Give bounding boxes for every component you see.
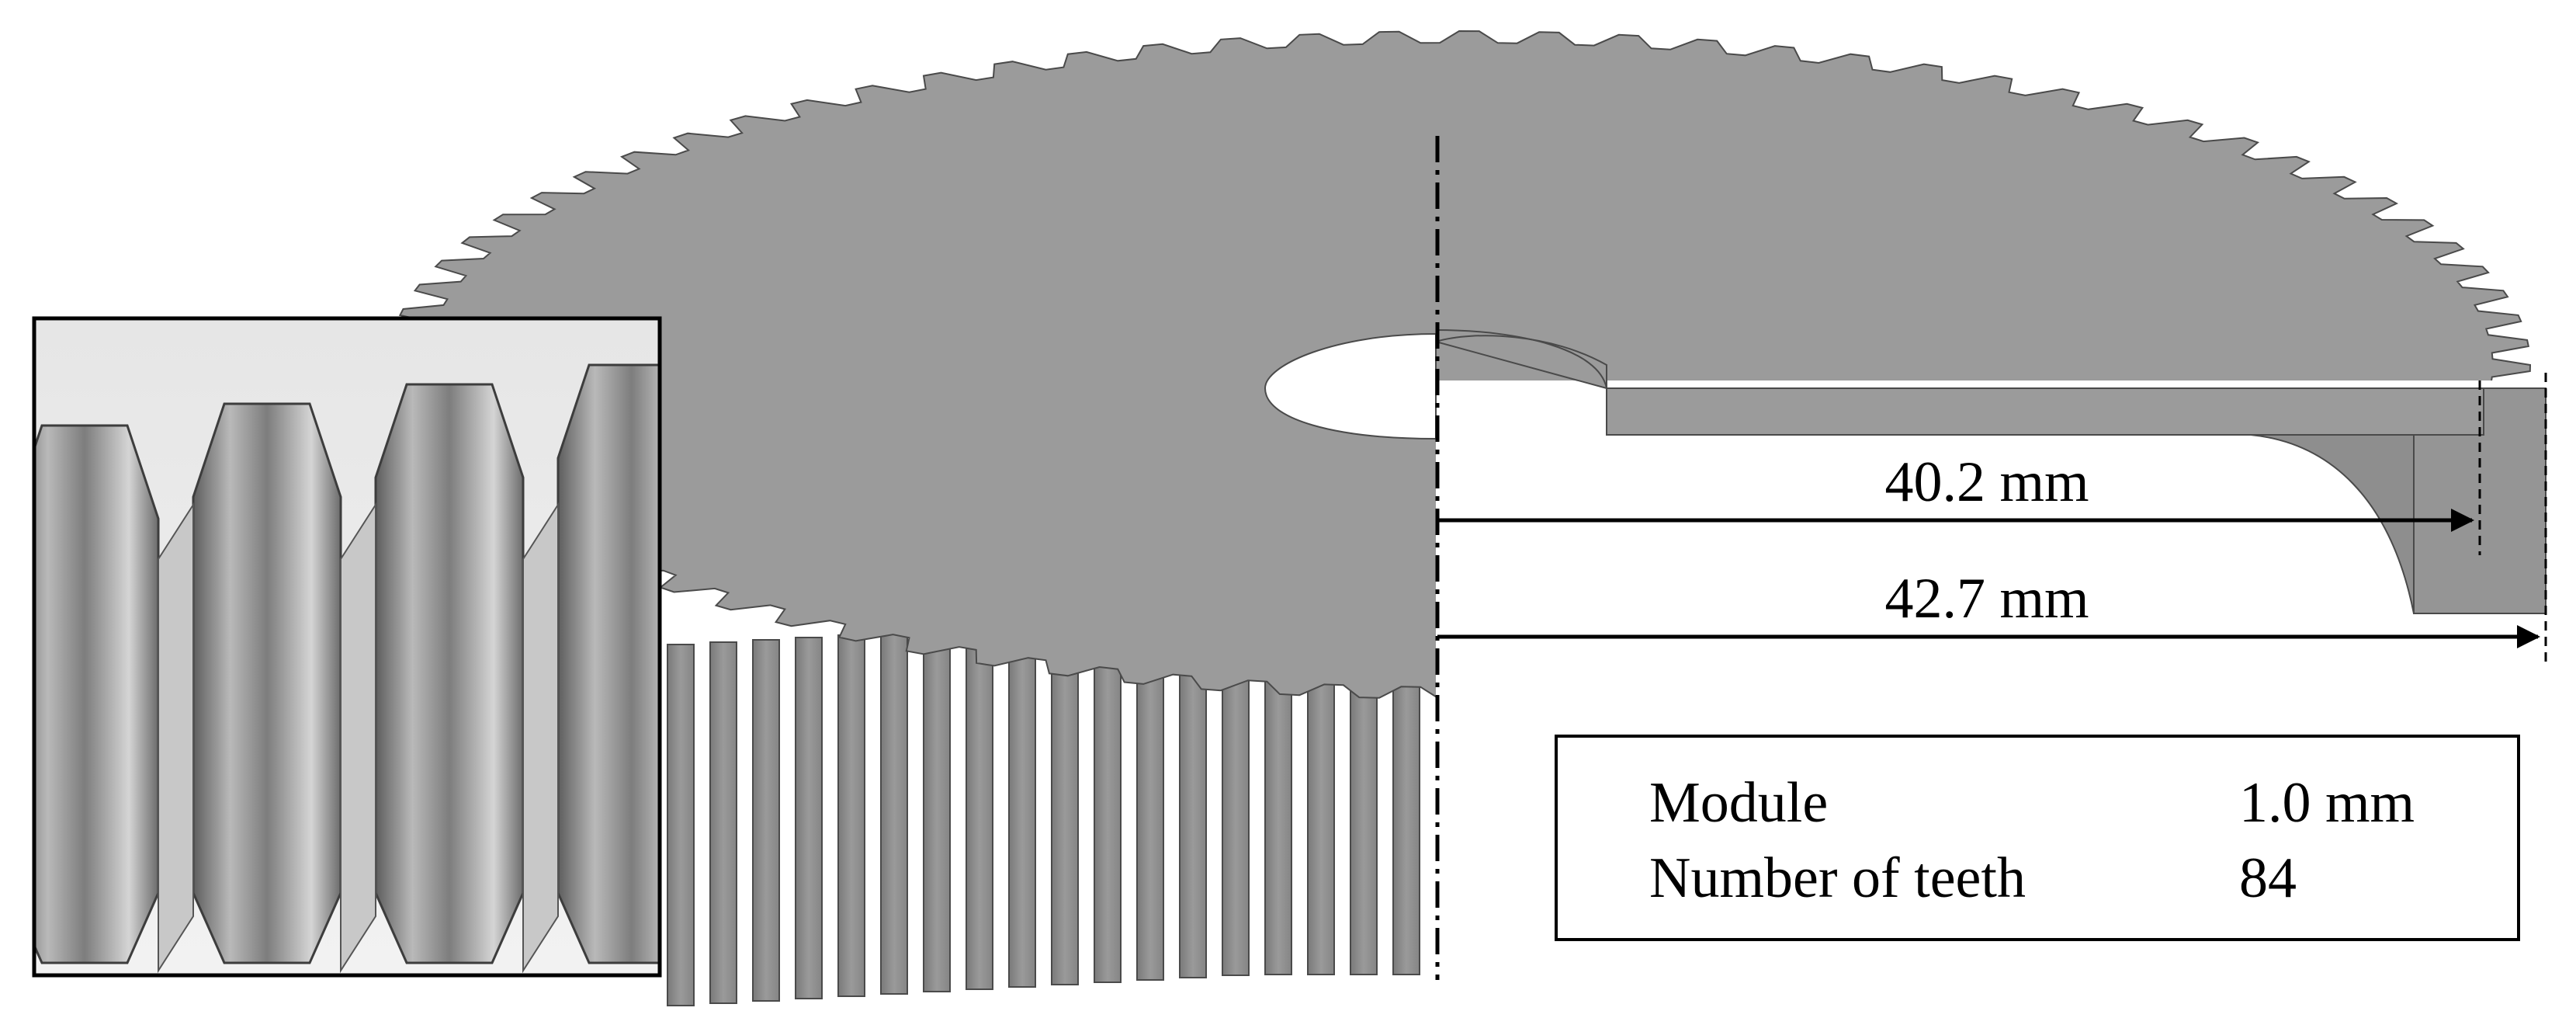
closeup-tooth-gap [522, 502, 559, 974]
side-tooth [667, 644, 695, 1006]
side-tooth [752, 639, 780, 1002]
closeup-tooth [374, 383, 525, 964]
side-tooth [923, 630, 951, 992]
spec-row-module-value: 1.0 mm [2239, 771, 2415, 835]
side-tooth [837, 634, 865, 997]
side-tooth [795, 637, 823, 999]
spec-row-teeth-name: Number of teeth [1649, 846, 2026, 910]
side-tooth [1008, 625, 1036, 988]
outer-radius-label: 42.7 mm [1884, 567, 2089, 631]
closeup-tooth [192, 402, 342, 964]
closeup-tooth [556, 363, 660, 964]
side-tooth [1094, 620, 1122, 983]
closeup-tooth-gap [340, 502, 376, 974]
spec-row-teeth-value: 84 [2239, 846, 2297, 910]
teeth-closeup-inset [32, 316, 662, 978]
web-fillet [2250, 434, 2415, 614]
closeup-tooth-gap [158, 502, 194, 974]
side-tooth [880, 632, 908, 995]
spec-table-frame [1555, 735, 2520, 941]
bore-edge [1435, 329, 1607, 389]
gear-side-teeth [667, 613, 1420, 1006]
inner-radius-label: 40.2 mm [1884, 450, 2089, 514]
side-tooth [966, 627, 993, 990]
side-tooth [1051, 623, 1079, 985]
side-tooth [709, 641, 737, 1004]
bore-hole [1264, 332, 1437, 440]
spec-row-module-name: Module [1649, 771, 1828, 835]
